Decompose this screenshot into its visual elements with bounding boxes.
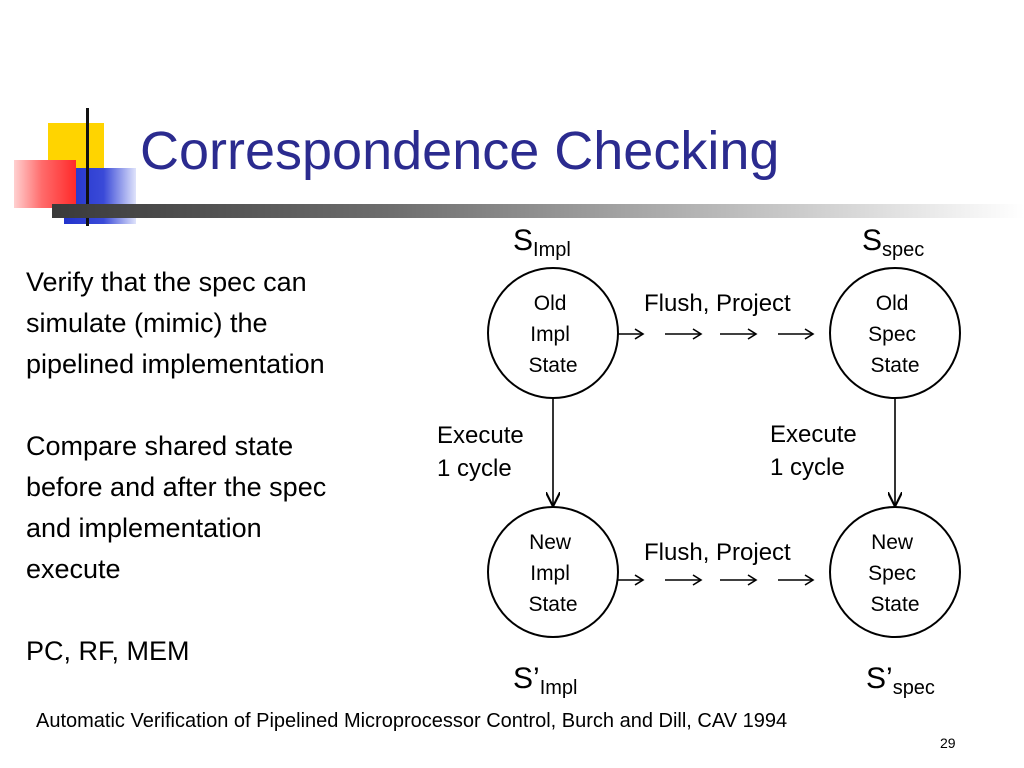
flush-arrows-bottom: [617, 574, 815, 586]
node-old-impl-state: Old Impl State: [487, 267, 619, 399]
bullet-verify: Verify that the spec can simulate (mimic…: [26, 267, 325, 379]
label-s-prime-impl: S’Impl: [513, 662, 577, 699]
bullet-pc-rf-mem: PC, RF, MEM: [26, 636, 190, 666]
node-old-spec-state: Old Spec State: [829, 267, 961, 399]
node-new-spec-state: New Spec State: [829, 506, 961, 638]
svg-text:Old Spec State: Old Spec State: [868, 292, 922, 377]
label-s-impl: SImpl: [513, 224, 571, 261]
svg-text:New Spec State: New Spec State: [868, 531, 922, 616]
slide-title: Correspondence Checking: [140, 121, 780, 181]
label-s-spec: Sspec: [862, 224, 924, 261]
page-number: 29: [940, 735, 956, 751]
bullet-compare: Compare shared state before and after th…: [26, 431, 327, 584]
citation: Automatic Verification of Pipelined Micr…: [36, 710, 788, 732]
deco-vertical-line: [86, 108, 89, 226]
flush-project-label-bottom: Flush, Project: [644, 539, 791, 566]
svg-text:Old Impl State: Old Impl State: [528, 292, 577, 377]
flush-arrows-top: [617, 328, 815, 340]
execute-label-spec: Execute 1 cycle: [770, 421, 863, 481]
title-underline: [52, 204, 1024, 218]
deco-red-square: [14, 160, 76, 208]
bullet-list: Verify that the spec can simulate (mimic…: [26, 262, 426, 672]
svg-text:New Impl State: New Impl State: [528, 531, 577, 616]
node-new-impl-state: New Impl State: [487, 506, 619, 638]
flush-project-label-top: Flush, Project: [644, 290, 791, 317]
execute-label-impl: Execute 1 cycle: [437, 422, 530, 482]
label-s-prime-spec: S’spec: [866, 662, 935, 699]
